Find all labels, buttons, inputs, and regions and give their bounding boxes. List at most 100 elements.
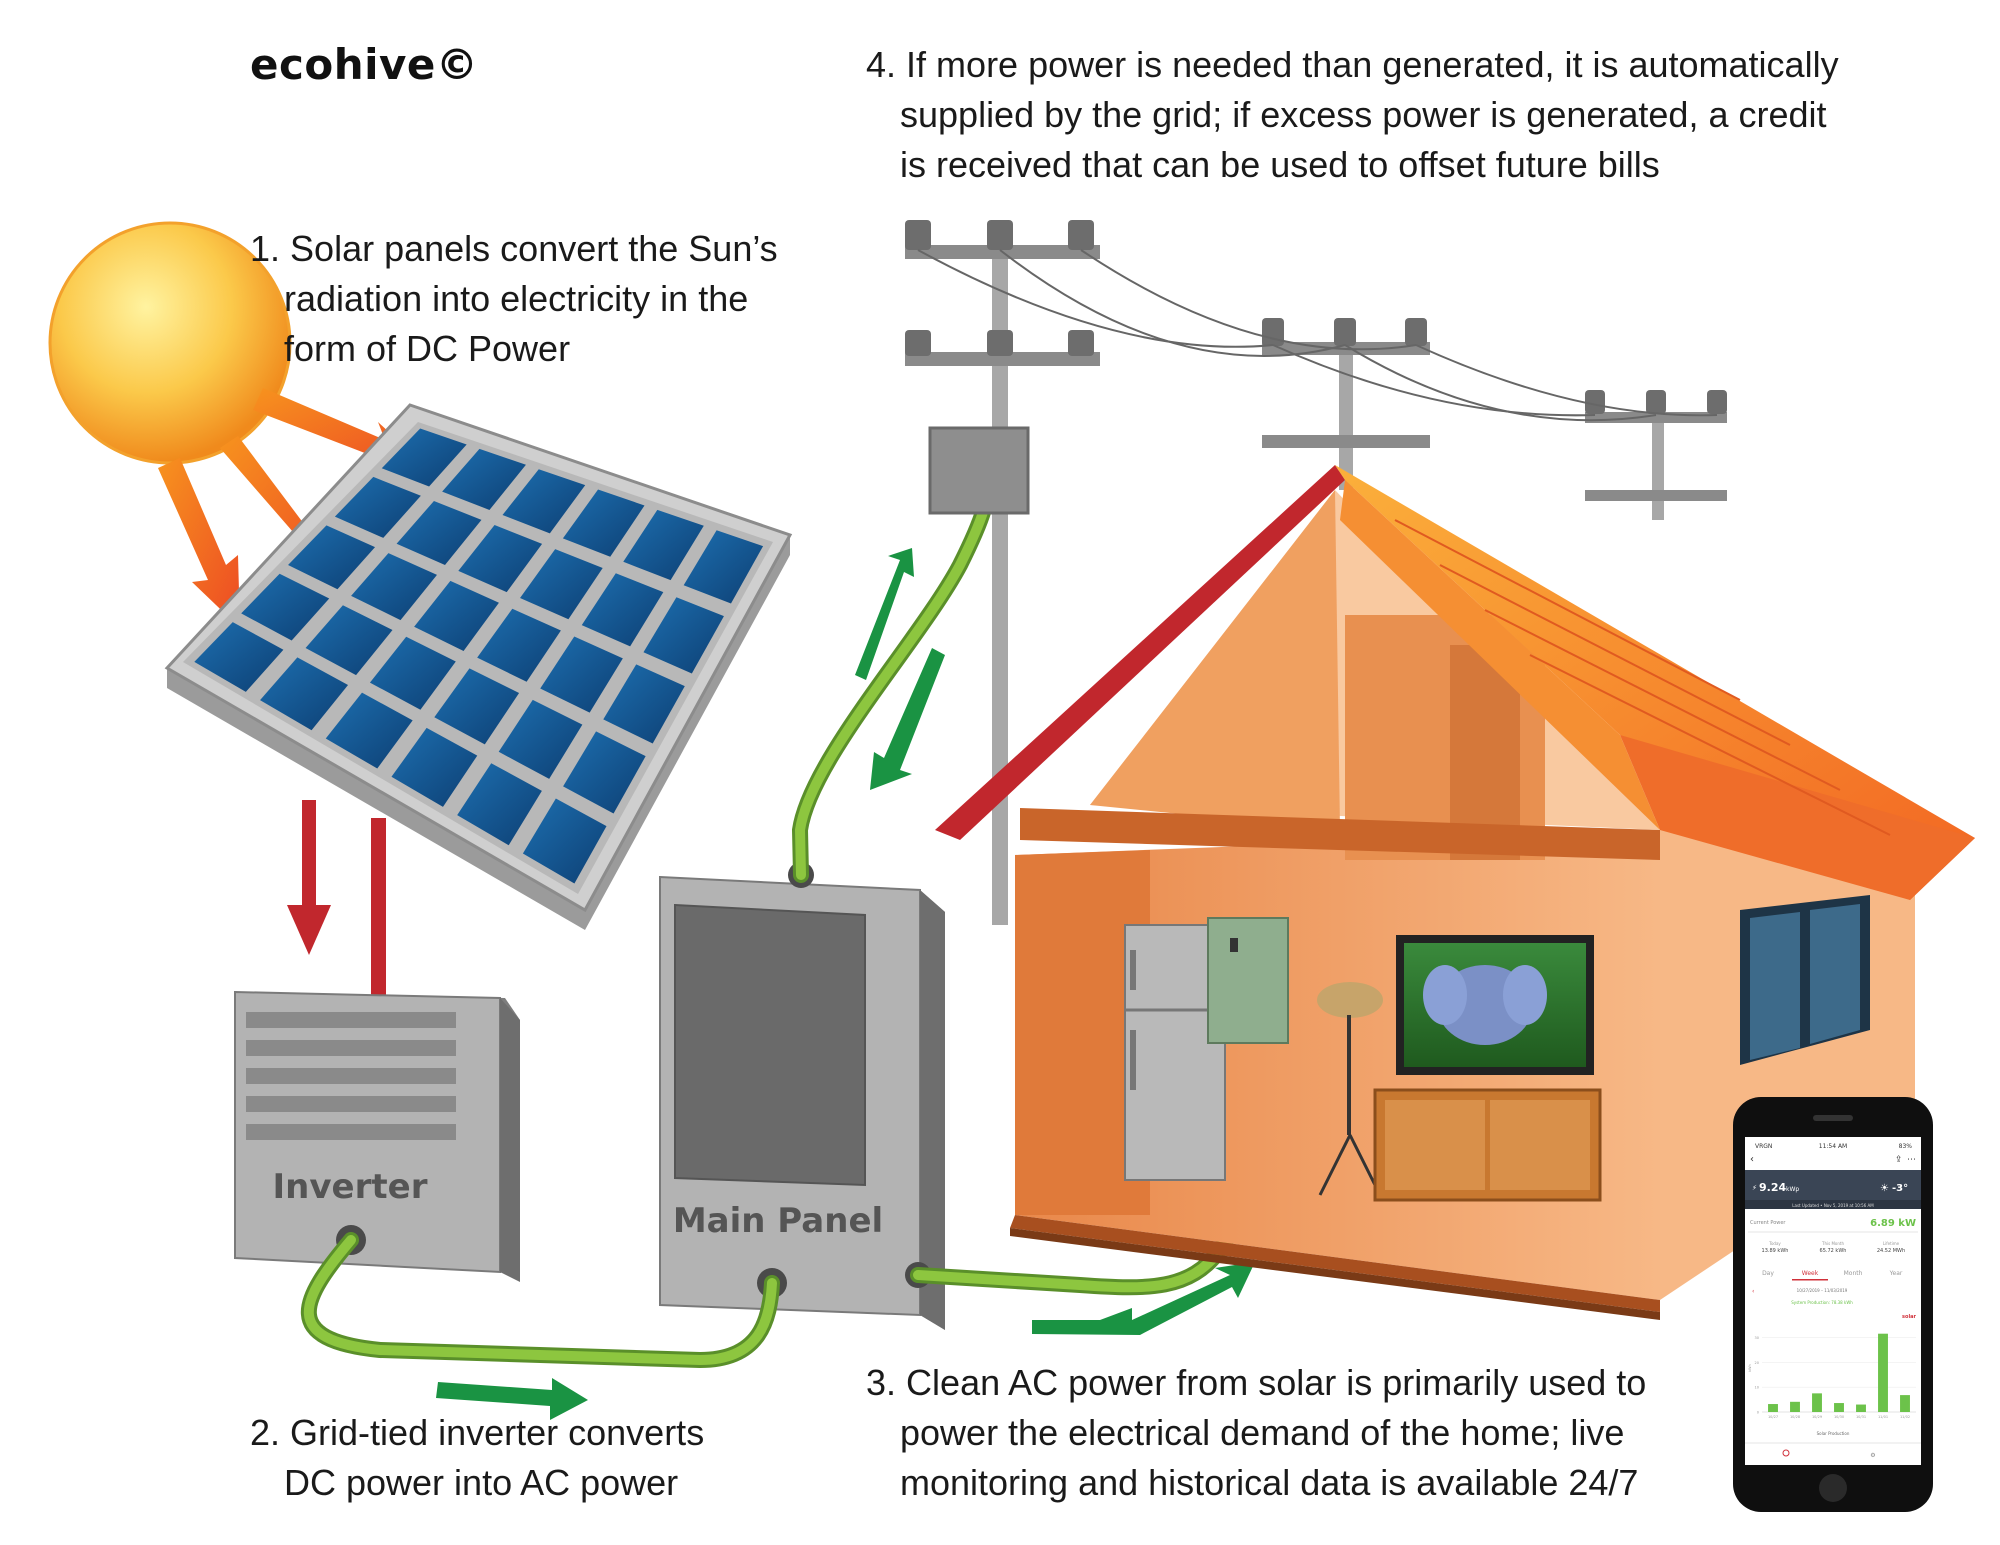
flow-arrow-to-home: [1032, 1262, 1255, 1335]
phone-battery: 83%: [1899, 1143, 1913, 1150]
step-4-line-2: supplied by the grid; if excess power is…: [900, 94, 1827, 135]
dc-cable-up: [371, 818, 386, 1008]
solar-cell: [442, 448, 526, 510]
stat-value: 13.89 kWh: [1762, 1248, 1789, 1254]
nav-settings-icon[interactable]: ⚙: [1870, 1452, 1875, 1459]
chart-x-tick: 10/30: [1834, 1415, 1844, 1419]
tab-week[interactable]: Week: [1802, 1270, 1819, 1277]
step-1-line-1: 1. Solar panels convert the Sun’s: [250, 228, 778, 269]
solar-panel: [164, 403, 793, 1008]
step-2-caption: 2. Grid-tied inverter converts DC power …: [250, 1408, 704, 1508]
step-3-caption: 3. Clean AC power from solar is primaril…: [866, 1358, 1646, 1508]
solar-cell: [260, 657, 349, 731]
chart-y-tick: 10: [1755, 1386, 1759, 1390]
step-4-line-1: 4. If more power is needed than generate…: [866, 44, 1839, 85]
solar-cell: [457, 763, 542, 846]
solar-cell: [334, 476, 421, 538]
chart-bar: [1856, 1404, 1866, 1412]
solar-cell: [683, 530, 764, 604]
tab-month[interactable]: Month: [1844, 1270, 1863, 1277]
chart-x-tick: 10/28: [1790, 1415, 1800, 1419]
step-1-line-2: radiation into electricity in the: [284, 278, 749, 319]
solar-cell: [643, 597, 724, 674]
nav-dashboard-icon[interactable]: [1782, 1449, 1790, 1457]
solar-cell: [623, 509, 704, 581]
chart-bar: [1878, 1333, 1888, 1412]
house-window: [1740, 895, 1870, 1065]
solar-cell: [581, 573, 664, 647]
chart-bar: [1790, 1401, 1800, 1412]
chart-bar: [1900, 1395, 1910, 1412]
chart-x-tick: 10/31: [1856, 1415, 1866, 1419]
main-panel-label: Main Panel: [673, 1201, 883, 1241]
flow-arrow-inverter-to-panel: [436, 1378, 588, 1420]
utility-pole: [905, 220, 1100, 925]
flow-arrow-grid-down: [870, 648, 945, 790]
inverter-label: Inverter: [273, 1167, 428, 1207]
solar-cell: [194, 622, 284, 692]
utility-poles: [905, 220, 1727, 925]
solar-cell: [603, 664, 685, 744]
stat-label: This Month: [1821, 1241, 1844, 1246]
solar-cell: [498, 699, 583, 779]
more-icon[interactable]: ⋯: [1907, 1155, 1916, 1165]
breaker-box: [1207, 917, 1289, 1044]
solar-cell: [396, 500, 482, 566]
chart-legend: Solar Production: [1817, 1431, 1850, 1436]
solar-cell: [241, 573, 330, 641]
step-4-caption: 4. If more power is needed than generate…: [866, 40, 1839, 190]
chart-x-tick: 10/29: [1812, 1415, 1822, 1419]
smartphone: VRGN 11:54 AM 83% ‹ ⇪ ⋯ ⚡ 9.24 kWp ☀ -3°…: [1733, 1097, 1933, 1512]
energy-unit: kWp: [1786, 1186, 1799, 1193]
step-2-line-1: 2. Grid-tied inverter converts: [250, 1412, 705, 1453]
stat-value: 24.52 MWh: [1877, 1248, 1905, 1254]
tab-day[interactable]: Day: [1762, 1270, 1774, 1277]
step-4-line-3: is received that can be used to offset f…: [900, 144, 1660, 185]
tab-year[interactable]: Year: [1889, 1270, 1903, 1277]
system-production: System Production: 78.38 kWh: [1791, 1300, 1853, 1305]
house: [935, 465, 1975, 1320]
prev-period-icon[interactable]: ‹: [1752, 1288, 1754, 1295]
inverter-vents: [246, 1012, 456, 1140]
chart-y-tick: 20: [1755, 1361, 1759, 1365]
utility-pole: [1585, 390, 1727, 520]
solar-cell: [288, 525, 376, 590]
dc-power-arrow: [287, 800, 331, 955]
share-icon[interactable]: ⇪: [1895, 1155, 1903, 1165]
solar-cell: [477, 608, 561, 682]
period-tabs: Day Week Month Year: [1762, 1270, 1903, 1281]
temperature: -3°: [1892, 1183, 1908, 1194]
bolt-icon: ⚡: [1752, 1184, 1757, 1192]
solar-cell: [351, 553, 437, 621]
main-panel: Main Panel: [659, 862, 945, 1330]
step-3-line-2: power the electrical demand of the home;…: [900, 1412, 1625, 1453]
last-updated: Last Updated • Nov 5, 2019 at 10:56 AM: [1792, 1203, 1874, 1208]
solar-cell: [381, 428, 467, 487]
energy-today: 9.24: [1759, 1181, 1786, 1194]
date-range: 10/27/2019 – 11/03/2019: [1797, 1288, 1848, 1293]
step-1-caption: 1. Solar panels convert the Sun’s radiat…: [250, 224, 778, 374]
chart-bar: [1834, 1403, 1844, 1412]
app-logo: solar: [1902, 1314, 1916, 1320]
chart-x-tick: 11/01: [1878, 1415, 1888, 1419]
chart-y-tick: 0: [1757, 1411, 1759, 1415]
stat-value: 65.72 kWh: [1820, 1248, 1847, 1254]
transformer: [928, 426, 1030, 515]
inverter: Inverter: [234, 990, 520, 1282]
sun-ray-arrow: [158, 458, 240, 628]
solar-cell: [562, 489, 645, 557]
solar-cell: [520, 549, 603, 620]
chart-x-tick: 10/27: [1768, 1415, 1778, 1419]
current-power-label: Current Power: [1750, 1220, 1786, 1226]
back-icon[interactable]: ‹: [1750, 1154, 1754, 1165]
step-2-line-2: DC power into AC power: [284, 1462, 679, 1503]
chart-x-tick: 11/02: [1900, 1415, 1910, 1419]
tv-cabinet: [1373, 1088, 1602, 1202]
solar-cell: [522, 798, 607, 884]
solar-cell: [325, 692, 413, 769]
weather-sun-icon: ☀: [1880, 1183, 1889, 1194]
solar-cell: [391, 727, 478, 807]
utility-pole: [1262, 318, 1430, 490]
flow-arrows: [436, 548, 1255, 1420]
